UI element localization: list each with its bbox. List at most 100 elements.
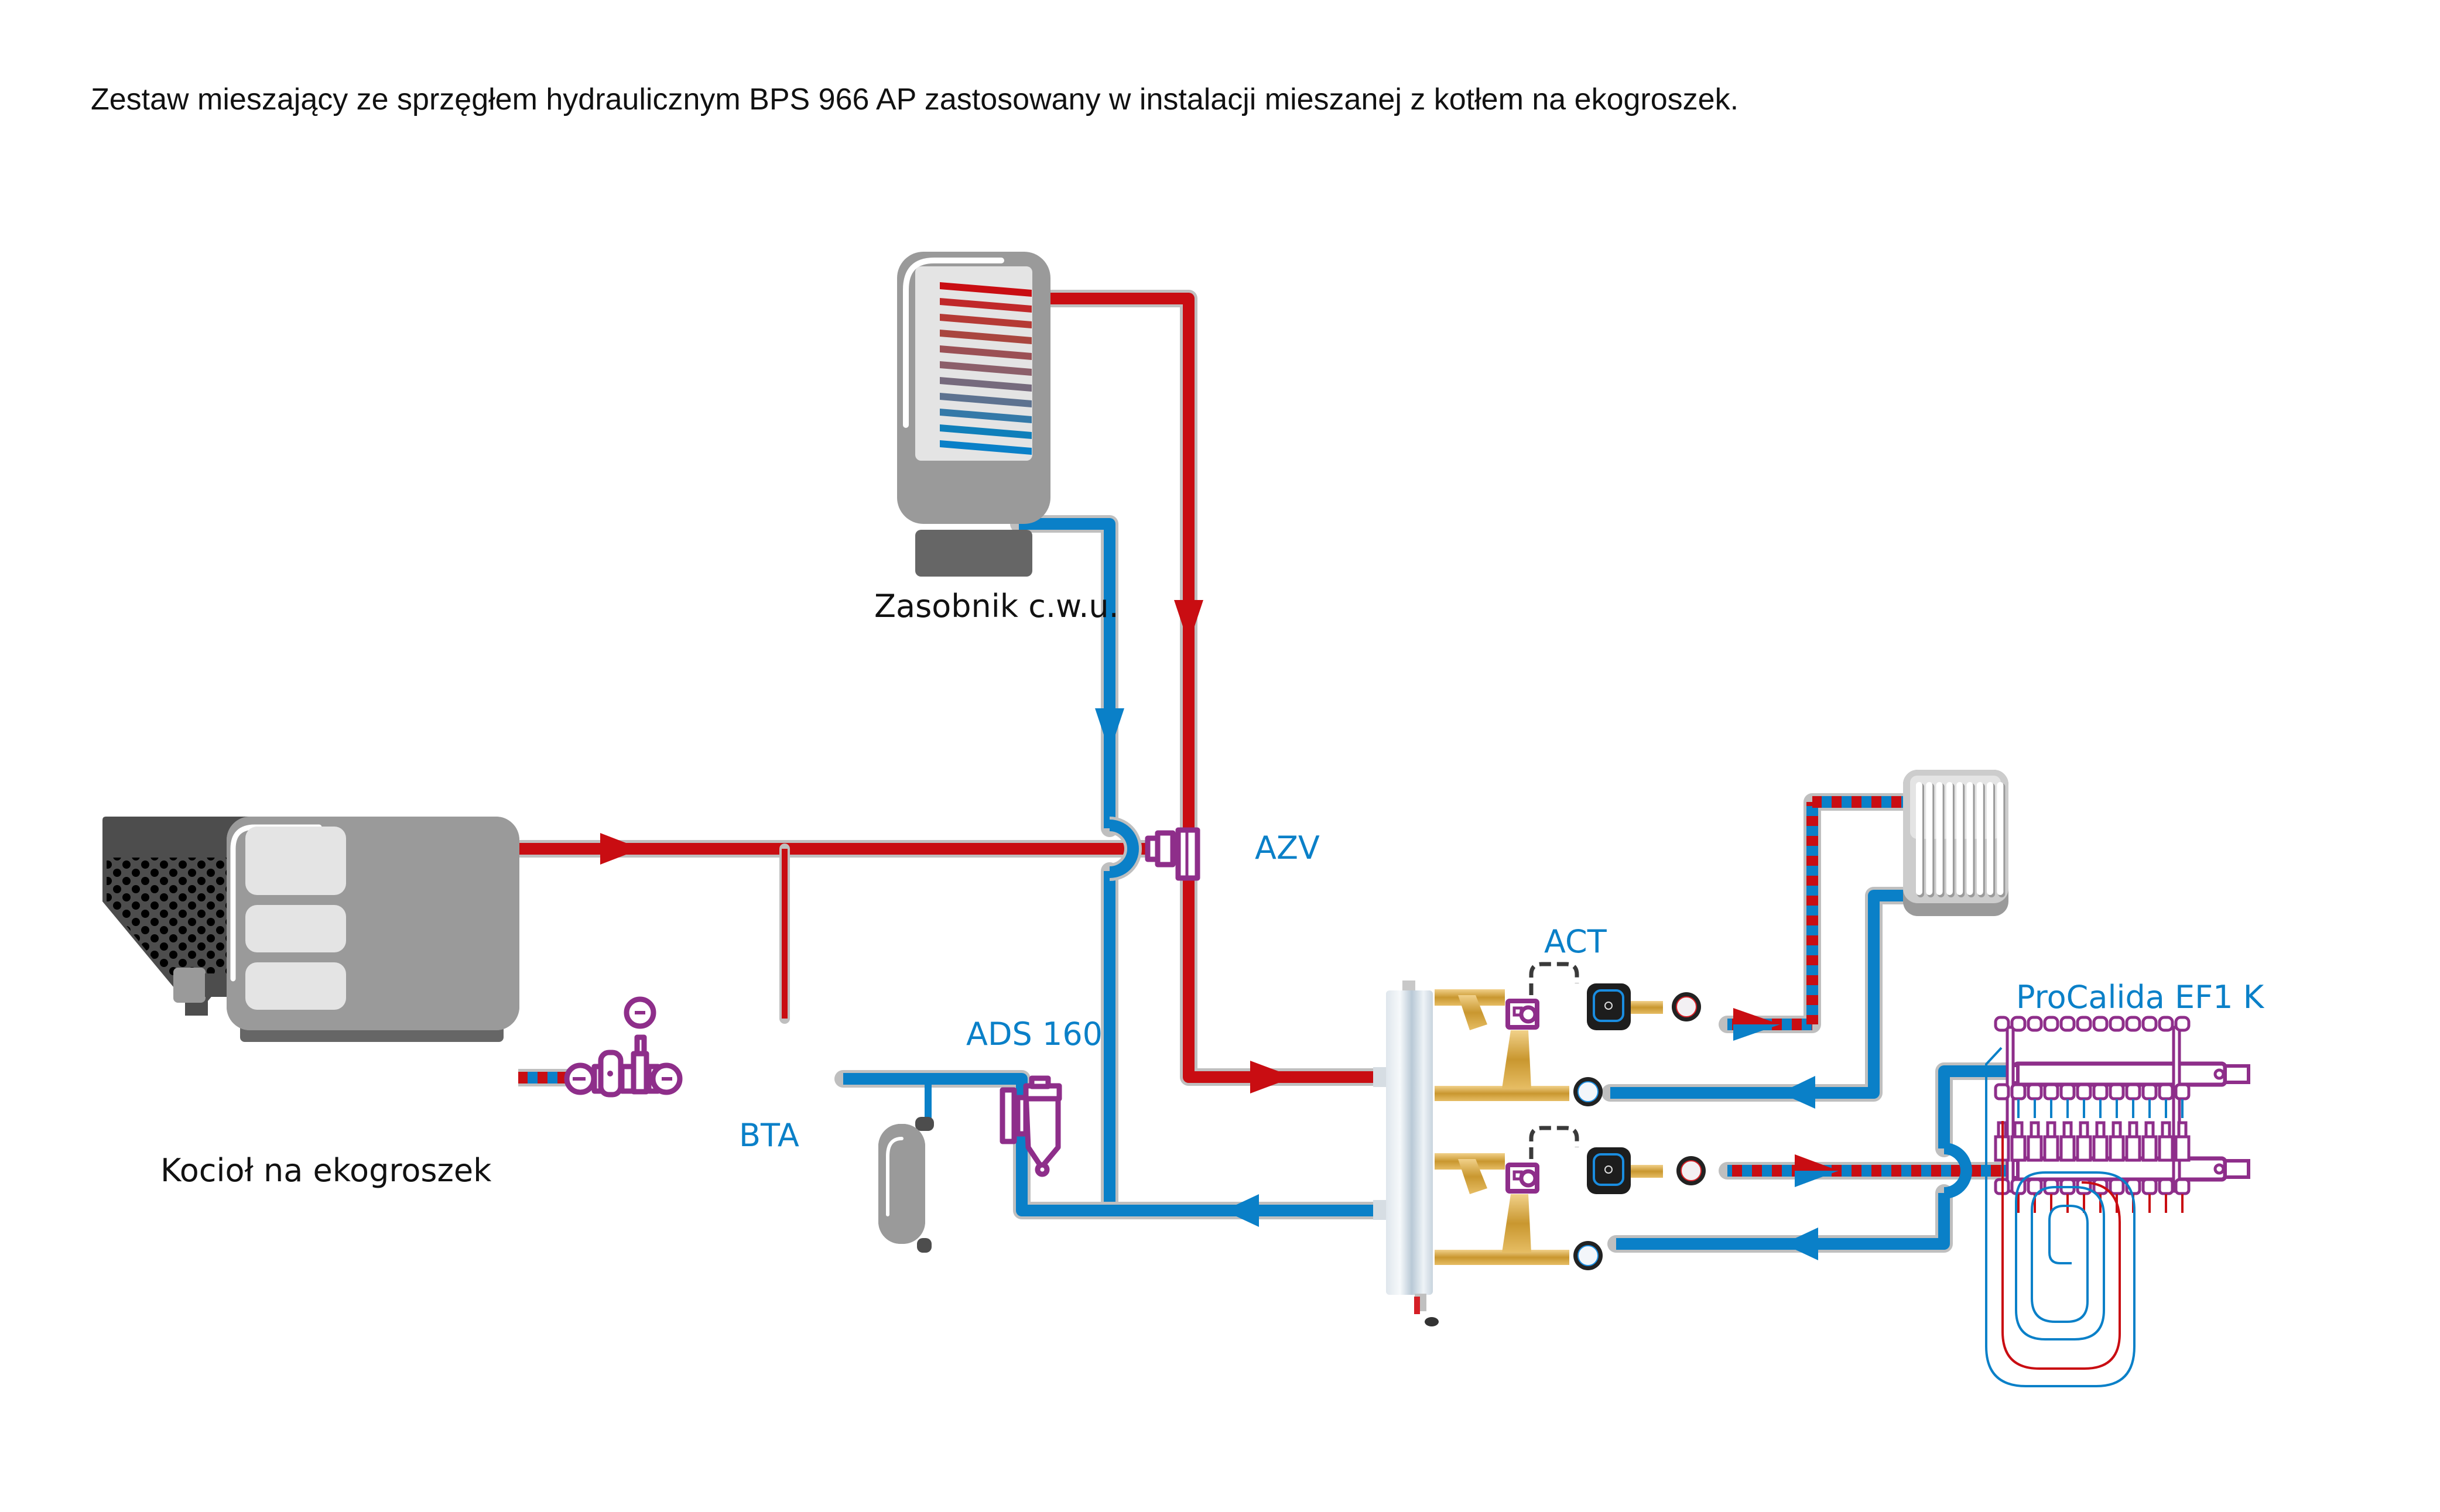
coil-turn bbox=[940, 330, 1032, 344]
flowmeter-body bbox=[2043, 1135, 2059, 1162]
fin bbox=[1916, 782, 1922, 895]
coil-turn bbox=[940, 361, 1032, 376]
ads-drain bbox=[1035, 1162, 1050, 1177]
flowmeter bbox=[2013, 1121, 2024, 1139]
flowmeter bbox=[2112, 1121, 2122, 1139]
manifold-outlet-return bbox=[2109, 1083, 2125, 1100]
flowmeter-body bbox=[2092, 1135, 2109, 1162]
pump-display bbox=[1593, 1153, 1624, 1186]
ads-inlet-body bbox=[1000, 1087, 1017, 1144]
feeder-connector bbox=[225, 973, 227, 997]
manifold-cap-top bbox=[2010, 1016, 2027, 1032]
manifold-outlet-supply bbox=[2174, 1178, 2191, 1195]
pipe-floor-crossover bbox=[1943, 1143, 1972, 1199]
mixing-group-2 bbox=[1435, 1126, 1706, 1270]
ads-vent bbox=[1029, 1075, 1051, 1089]
arrow-radiator-supply-blue bbox=[1733, 1024, 1780, 1041]
flowmeter-body bbox=[2010, 1135, 2027, 1162]
ads-chamber bbox=[1023, 1089, 1061, 1168]
thermometer-return-dial bbox=[1577, 1081, 1599, 1102]
separator-body bbox=[1386, 990, 1433, 1295]
label-bta: BTA bbox=[739, 1117, 799, 1154]
boiler-door-top bbox=[245, 827, 346, 895]
separator-drain-handle bbox=[1414, 1297, 1420, 1314]
diagram-caption: Zestaw mieszający ze sprzęgłem hydraulic… bbox=[91, 83, 1739, 116]
manifold-outlet-return bbox=[2059, 1083, 2076, 1100]
flowmeter-body bbox=[2141, 1135, 2158, 1162]
fin bbox=[1966, 782, 1973, 895]
manifold-bracket-left bbox=[2006, 1026, 2015, 1193]
manifold-cap-top bbox=[2158, 1016, 2174, 1032]
expansion-vessel bbox=[878, 1117, 934, 1253]
manifold-return-bar-vent bbox=[2213, 1068, 2225, 1080]
flowmeter-body bbox=[2125, 1135, 2141, 1162]
control-cable bbox=[1529, 962, 1579, 995]
burner-feeder bbox=[173, 968, 206, 1003]
azv-valve bbox=[1145, 827, 1200, 881]
manifold-cap-top bbox=[2174, 1016, 2191, 1032]
boiler-door-bottom bbox=[245, 962, 346, 1010]
strainer bbox=[1458, 995, 1487, 1030]
flowmeter-body bbox=[2027, 1135, 2043, 1162]
manifold-cap-top bbox=[2076, 1016, 2092, 1032]
coil-turn bbox=[940, 440, 1032, 455]
act-knob bbox=[1519, 1169, 1538, 1188]
vessel-top-cap bbox=[915, 1117, 934, 1131]
flowmeter bbox=[2062, 1121, 2073, 1139]
flowmeter bbox=[2161, 1121, 2171, 1139]
separator-drain-cap bbox=[1425, 1317, 1439, 1326]
flowmeter bbox=[2128, 1121, 2138, 1139]
loop-return-line bbox=[1985, 1047, 2136, 1387]
arrow-floor-return bbox=[1783, 1228, 1818, 1260]
manifold-outlet-return bbox=[2043, 1083, 2059, 1100]
manifold-return-bar bbox=[2012, 1061, 2227, 1087]
manifold-cap-top bbox=[2141, 1016, 2158, 1032]
feeder-tube bbox=[205, 973, 228, 997]
control-cable bbox=[1529, 1126, 1579, 1159]
fin bbox=[1926, 782, 1933, 895]
manifold-outlet-return bbox=[2010, 1083, 2027, 1100]
flowmeter-body bbox=[2174, 1135, 2191, 1162]
coil-turn bbox=[940, 377, 1032, 392]
coil-turn bbox=[940, 282, 1032, 297]
pipe-crossover-bridge-inner bbox=[1109, 820, 1139, 878]
fin bbox=[1976, 782, 1983, 895]
act-knob bbox=[1519, 1005, 1538, 1024]
flowmeter bbox=[2144, 1121, 2155, 1139]
thermometer-supply-dial bbox=[1676, 996, 1697, 1017]
manifold-outlet-return bbox=[1994, 1083, 2010, 1100]
fin bbox=[1936, 782, 1943, 895]
vessel-body-full bbox=[878, 1124, 925, 1244]
strainer bbox=[1458, 1159, 1487, 1194]
radiator bbox=[1903, 770, 2008, 916]
loop-supply-line bbox=[2001, 1121, 2121, 1370]
thermometer-supply-dial bbox=[1681, 1160, 1702, 1181]
arrow-dhw-return bbox=[1095, 708, 1124, 752]
bta-thermostatic-tee bbox=[631, 1051, 649, 1095]
flowmeter-body bbox=[2059, 1135, 2076, 1162]
bta-valve-assembly bbox=[564, 996, 683, 1098]
manifold-outlet-return bbox=[2027, 1083, 2043, 1100]
ads-160-separator bbox=[1000, 1075, 1062, 1177]
manifold-outlet-return bbox=[2125, 1083, 2141, 1100]
label-act: ACT bbox=[1544, 923, 1607, 960]
manifold-cap-top bbox=[2027, 1016, 2043, 1032]
fin bbox=[1997, 782, 2004, 895]
flowmeter bbox=[2177, 1121, 2188, 1139]
arrow-floor-supply-blue bbox=[1795, 1171, 1839, 1187]
manifold-return-bar-end-cap bbox=[2223, 1064, 2250, 1084]
coil-turn bbox=[940, 345, 1032, 360]
floor-manifold bbox=[1994, 1016, 2250, 1213]
mixing-group-act bbox=[1435, 962, 1706, 1270]
tank-base bbox=[915, 530, 1032, 577]
radiator-fins bbox=[1916, 782, 2006, 897]
manifold-outlet-return bbox=[2076, 1083, 2092, 1100]
manifold-outlet-return bbox=[2092, 1083, 2109, 1100]
separator-stub-return bbox=[1373, 1200, 1388, 1220]
flowmeter-body bbox=[2158, 1135, 2174, 1162]
vessel-bottom-cap bbox=[917, 1238, 932, 1253]
manifold-outlet-supply bbox=[2109, 1178, 2125, 1195]
manifold-cap-top bbox=[2125, 1016, 2141, 1032]
arrow-system-return bbox=[1224, 1194, 1259, 1227]
